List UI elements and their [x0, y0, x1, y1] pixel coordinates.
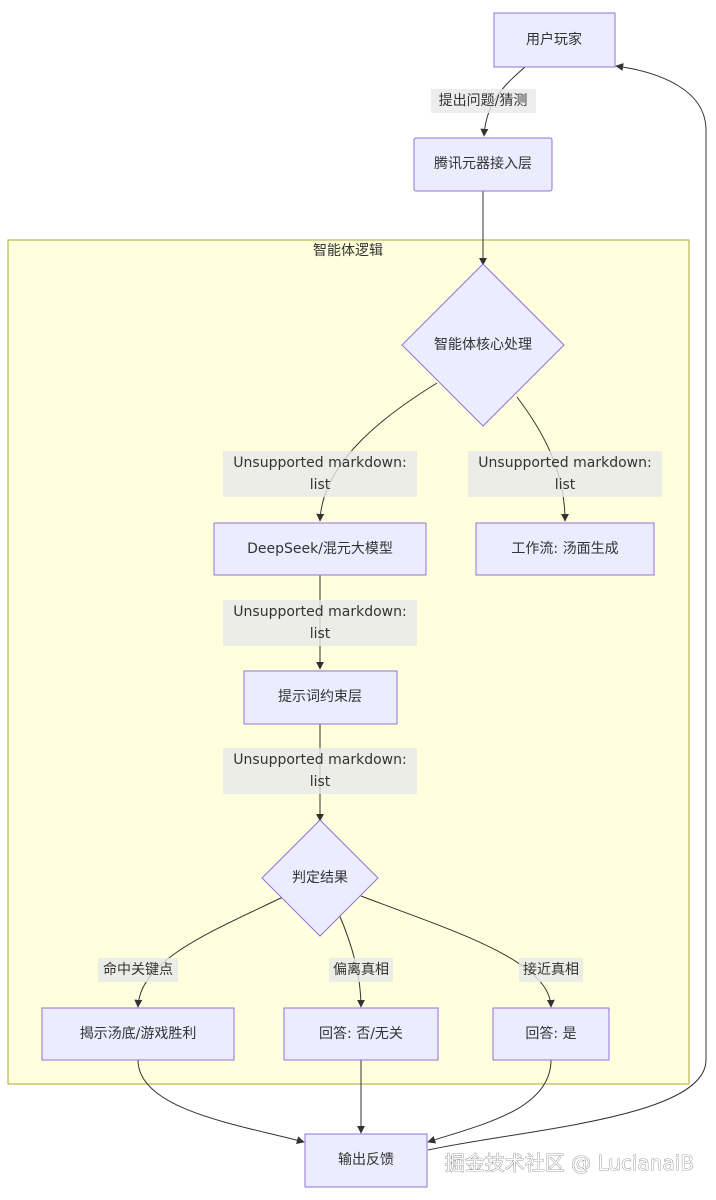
node-answer-no: 回答: 否/无关	[283, 1007, 439, 1061]
svg-text:揭示汤底/游戏胜利: 揭示汤底/游戏胜利	[80, 1026, 197, 1042]
edge-yes-to-output	[427, 1059, 552, 1144]
svg-text:工作流: 汤面生成: 工作流: 汤面生成	[511, 541, 618, 557]
svg-text:接近真相: 接近真相	[523, 961, 579, 978]
svg-text:list: list	[310, 774, 331, 790]
svg-text:回答: 是: 回答: 是	[525, 1025, 576, 1042]
node-prompt-constraint: 提示词约束层	[243, 670, 398, 725]
svg-text:提出问题/猜测: 提出问题/猜测	[439, 93, 528, 109]
node-workflow: 工作流: 汤面生成	[475, 522, 655, 576]
edge-label-close-to-truth: 接近真相	[519, 958, 583, 982]
node-access-layer: 腾讯元器接入层	[413, 137, 553, 192]
edge-label-ask-question: 提出问题/猜测	[431, 89, 536, 113]
svg-text:list: list	[310, 626, 331, 642]
edge-output-to-user	[427, 63, 707, 1151]
node-judge-result: 判定结果	[261, 819, 379, 937]
edge-label-unsupported-3: Unsupported markdown: list	[223, 600, 417, 646]
svg-text:DeepSeek/混元大模型: DeepSeek/混元大模型	[247, 541, 393, 557]
svg-text:腾讯元器接入层: 腾讯元器接入层	[434, 155, 532, 172]
edge-reveal-to-output	[137, 1059, 305, 1145]
edge-judge-to-reveal	[134, 896, 284, 1008]
cluster-title: 智能体逻辑	[313, 243, 383, 259]
edge-label-unsupported-2: Unsupported markdown: list	[468, 451, 662, 497]
edge-core-to-llm	[316, 382, 438, 522]
node-output-feedback: 输出反馈	[304, 1133, 428, 1188]
edge-label-unsupported-4: Unsupported markdown: list	[223, 748, 417, 794]
svg-text:Unsupported markdown:: Unsupported markdown:	[233, 752, 406, 768]
node-llm: DeepSeek/混元大模型	[213, 522, 427, 576]
svg-text:list: list	[555, 477, 576, 493]
cluster-agent-logic: 智能体逻辑	[7, 239, 690, 1085]
svg-text:智能体核心处理: 智能体核心处理	[434, 337, 532, 353]
svg-text:list: list	[310, 477, 331, 493]
node-core-processing: 智能体核心处理	[401, 263, 565, 427]
watermark-text: 掘金技术社区 @ LucianaiB	[445, 1151, 694, 1175]
svg-text:Unsupported markdown:: Unsupported markdown:	[233, 604, 406, 620]
node-user-player: 用户玩家	[493, 12, 616, 68]
node-reveal-answer: 揭示汤底/游戏胜利	[41, 1007, 235, 1061]
edge-judge-to-yes	[360, 895, 555, 1008]
svg-text:Unsupported markdown:: Unsupported markdown:	[478, 455, 651, 471]
svg-text:判定结果: 判定结果	[292, 870, 348, 886]
svg-text:Unsupported markdown:: Unsupported markdown:	[233, 455, 406, 471]
svg-text:偏离真相: 偏离真相	[333, 961, 389, 978]
edge-label-deviate: 偏离真相	[329, 958, 393, 982]
svg-text:提示词约束层: 提示词约束层	[278, 689, 362, 705]
edge-label-hit-key-point: 命中关键点	[98, 958, 178, 982]
svg-text:回答: 否/无关: 回答: 否/无关	[319, 1025, 403, 1042]
node-answer-yes: 回答: 是	[492, 1007, 610, 1061]
svg-text:用户玩家: 用户玩家	[526, 31, 582, 48]
svg-text:输出反馈: 输出反馈	[338, 1152, 394, 1168]
edge-label-unsupported-1: Unsupported markdown: list	[223, 451, 417, 497]
svg-text:命中关键点: 命中关键点	[103, 961, 173, 978]
